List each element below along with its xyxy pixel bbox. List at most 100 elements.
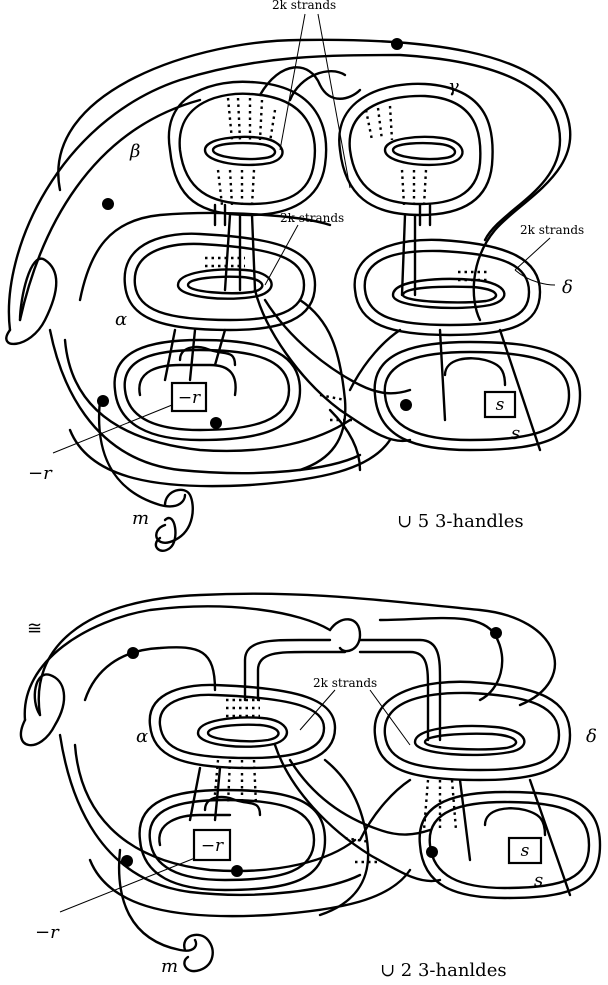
b-crossing-gap-1 [344, 836, 371, 844]
b-m-label: m [161, 956, 178, 977]
beta-label: β [129, 141, 140, 162]
b-delta-torus-inner [383, 691, 561, 772]
b-lower-left-outer [138, 788, 327, 892]
mid-cross-2 [263, 298, 412, 395]
b-lower-left-inner [148, 798, 316, 882]
left-vert-3 [213, 328, 227, 367]
leader-3 [514, 237, 556, 286]
b-box-s-label: s [521, 841, 530, 861]
leader-neg-r [52, 404, 173, 454]
dot-handle-2 [102, 198, 114, 210]
b-left-lobe [19, 673, 66, 747]
b-leader-neg-r [59, 857, 196, 913]
lower-left-loop-2 [138, 363, 237, 397]
dot-handle-3 [97, 395, 109, 407]
leader-1b [317, 13, 351, 189]
b-left-vert-1 [188, 766, 202, 822]
gamma-torus-outer [338, 82, 494, 217]
b-alpha-label: α [136, 726, 148, 747]
b-left-loop-c [83, 646, 217, 702]
bottom-diagram: −r s 2k strands α δ −r s m ∪ 2 3-hanldes [19, 592, 602, 981]
b-mid-cross-1 [273, 743, 442, 883]
b-delta-torus-outer [373, 680, 572, 782]
alpha-label: α [115, 309, 127, 330]
b-outer-arc-1 [37, 592, 557, 717]
b-top-cross-c [256, 650, 347, 702]
b-box-neg-r [192, 828, 232, 862]
box-s-label: s [496, 395, 505, 415]
b-lower-left-2 [158, 813, 232, 847]
mid-cross-1 [253, 288, 412, 443]
isomorphism-sign: ≅ [27, 618, 42, 639]
crossing-gap-1 [319, 393, 346, 402]
beta-torus-outer [167, 80, 328, 217]
outer-arc-2 [7, 53, 562, 332]
b-mid-cross-2 [288, 758, 432, 836]
top-diagram: −r s 2k strands 2k strands 2k strands β … [5, 0, 584, 552]
m-strand [97, 398, 187, 508]
lower-left-loop-inner [123, 348, 291, 432]
b-alpha-center-2 [206, 723, 280, 743]
b-dot-handle-5 [426, 846, 438, 858]
m-tail [154, 516, 177, 552]
s-label: s [511, 423, 520, 444]
gamma-center-1 [383, 135, 464, 167]
b-box-neg-r-label: −r [201, 836, 224, 856]
dot-handle-1 [391, 38, 403, 50]
strands-label-2: 2k strands [280, 211, 344, 225]
gamma-torus-inner [348, 94, 482, 206]
delta-torus-inner [363, 249, 531, 327]
b-lower-right-hook [483, 807, 547, 837]
top-crossing-b [288, 70, 347, 102]
dot-handle-4 [210, 417, 222, 429]
bottom-dotted-strands [212, 698, 458, 831]
b-dot-handle-2 [127, 647, 139, 659]
b-lower-right-inner [428, 800, 591, 890]
dot-handle-5 [400, 399, 412, 411]
b-m-strand [117, 848, 198, 952]
alpha-torus-inner [133, 242, 306, 322]
beta-center-2 [211, 141, 277, 161]
b-s-label: s [534, 870, 543, 891]
lower-right-loop-inner [383, 350, 571, 442]
left-vert-2 [188, 328, 197, 382]
top-dotted-strands [205, 97, 490, 282]
b-outer-arc-2 [23, 605, 332, 722]
left-lobe [5, 257, 58, 345]
b-alpha-center-1 [196, 716, 289, 748]
neg-r-label: −r [28, 463, 53, 484]
b-leader-2 [369, 689, 411, 746]
gamma-label: γ [448, 76, 459, 97]
beta-bundle-3 [250, 213, 257, 292]
b-delta-center-2 [423, 732, 518, 751]
left-vert-1 [163, 328, 177, 382]
mid-cross-4 [348, 328, 402, 392]
b-mid-cross-4 [358, 778, 412, 842]
b-alpha-torus-inner [158, 693, 326, 760]
b-delta-label: δ [586, 726, 597, 747]
left-loop-c [78, 211, 332, 302]
b-strands-label: 2k strands [313, 676, 377, 690]
lower-right-loop-outer [373, 340, 582, 452]
right-vert-2 [498, 328, 542, 452]
b-top-cross-a [328, 618, 362, 653]
b-handles-label: ∪ 2 3-hanldes [380, 960, 507, 981]
b-top-cross-b [243, 638, 332, 702]
b-dot-handle-1 [490, 627, 502, 639]
m-label: m [132, 508, 149, 529]
left-loop-a [48, 328, 362, 475]
m-circle [155, 488, 194, 544]
left-loop-b [63, 338, 352, 453]
b-mid-cross-3 [318, 758, 370, 917]
mid-cross-3 [298, 298, 347, 472]
bottom-loop [68, 428, 392, 488]
strands-label-3: 2k strands [520, 223, 584, 237]
handles-label: ∪ 5 3-handles [397, 511, 524, 532]
b-right-vert-1 [458, 778, 472, 862]
alpha-center-2 [186, 275, 264, 295]
gamma-bundle-1 [400, 213, 407, 297]
lower-left-hook [178, 345, 237, 367]
b-dot-handle-3 [121, 855, 133, 867]
outer-arc-3 [18, 98, 202, 322]
beta-bundle-1 [223, 213, 232, 292]
